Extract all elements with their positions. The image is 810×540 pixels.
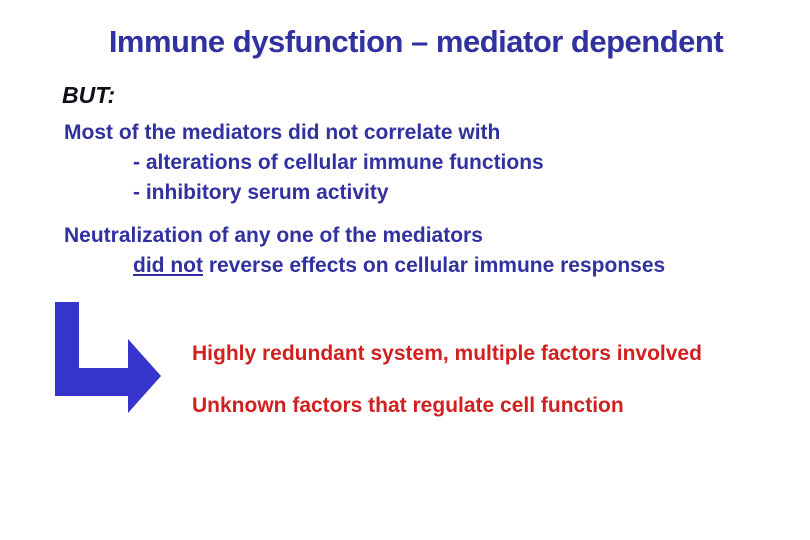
slide-title: Immune dysfunction – mediator dependent	[108, 24, 724, 59]
paragraph-mediators-line-3: - inhibitory serum activity	[133, 181, 389, 204]
callout-redundant-system: Highly redundant system, multiple factor…	[192, 342, 702, 365]
did-not-underlined-text: did not	[133, 254, 203, 277]
paragraph-mediators-line-2: - alterations of cellular immune functio…	[133, 151, 544, 174]
bent-right-arrow-shape	[55, 302, 161, 413]
paragraph-mediators-line-1: Most of the mediators did not correlate …	[64, 121, 501, 144]
paragraph-neutralization-line-2: did not reverse effects on cellular immu…	[64, 251, 665, 281]
paragraph-neutralization-line-1: Neutralization of any one of the mediato…	[64, 224, 483, 247]
paragraph-neutralization: Neutralization of any one of the mediato…	[64, 221, 665, 281]
callout-unknown-factors: Unknown factors that regulate cell funct…	[192, 394, 624, 417]
paragraph-mediators: Most of the mediators did not correlate …	[64, 118, 544, 208]
but-label: BUT:	[62, 82, 116, 108]
paragraph-neutralization-line-2-rest: reverse effects on cellular immune respo…	[202, 254, 666, 277]
